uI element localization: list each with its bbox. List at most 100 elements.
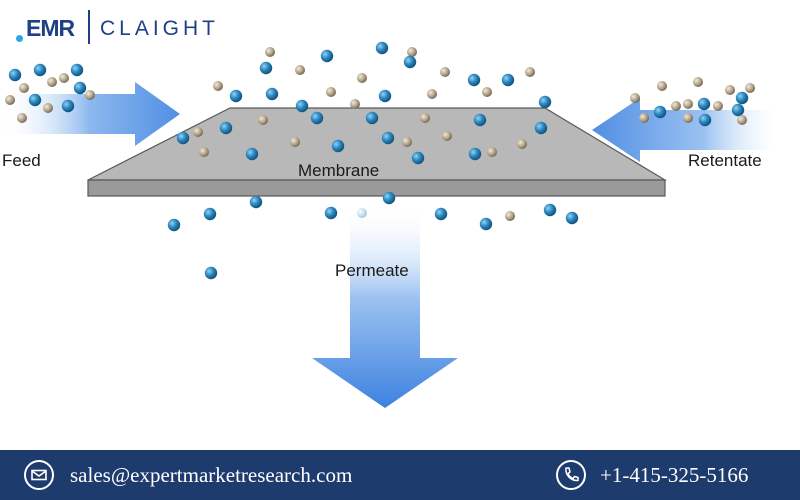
blue-particle xyxy=(382,191,396,205)
tan-particle xyxy=(199,147,209,157)
logo-claight-text: CLAIGHT xyxy=(100,17,220,40)
email-link[interactable]: sales@expertmarketresearch.com xyxy=(70,463,353,487)
blue-particle xyxy=(731,103,745,117)
tan-particle xyxy=(725,85,735,95)
tan-particle xyxy=(357,208,367,218)
tan-particle xyxy=(482,87,492,97)
blue-particle xyxy=(245,147,259,161)
tan-particle xyxy=(265,47,275,57)
blue-particle xyxy=(73,81,87,95)
blue-particle xyxy=(249,195,263,209)
tan-particle xyxy=(517,139,527,149)
blue-particle xyxy=(295,99,309,113)
tan-particle xyxy=(639,113,649,123)
tan-particle xyxy=(713,101,723,111)
phone-icon[interactable] xyxy=(556,460,586,490)
blue-particle xyxy=(735,91,749,105)
tan-particle xyxy=(737,115,747,125)
logo-dot xyxy=(16,35,23,42)
logo-emr-text: EMR xyxy=(26,15,75,41)
tan-particle xyxy=(5,95,15,105)
tan-particle xyxy=(442,131,452,141)
tan-particle xyxy=(326,87,336,97)
email-icon[interactable] xyxy=(24,460,54,490)
tan-particle xyxy=(357,73,367,83)
blue-particle xyxy=(403,55,417,69)
tan-particle xyxy=(407,47,417,57)
feed-arrow xyxy=(0,82,180,146)
tan-particle xyxy=(258,115,268,125)
tan-particle xyxy=(525,67,535,77)
membrane-label: Membrane xyxy=(298,161,379,180)
blue-particle xyxy=(28,93,42,107)
blue-particle xyxy=(365,111,379,125)
blue-particle xyxy=(259,61,273,75)
particles xyxy=(5,41,755,280)
phone-link[interactable]: +1-415-325-5166 xyxy=(600,463,749,487)
blue-particle xyxy=(534,121,548,135)
retentate-label: Retentate xyxy=(688,151,762,170)
retentate-arrow xyxy=(592,98,778,162)
tan-particle xyxy=(290,137,300,147)
tan-particle xyxy=(671,101,681,111)
tan-particle xyxy=(17,113,27,123)
membrane-front-edge xyxy=(87,179,666,197)
blue-particle xyxy=(320,49,334,63)
logo-separator xyxy=(88,10,90,44)
tan-particle xyxy=(47,77,57,87)
feed-label: Feed xyxy=(2,151,41,170)
blue-particle xyxy=(467,73,481,87)
blue-particle xyxy=(324,206,338,220)
tan-particle xyxy=(505,211,515,221)
blue-particle xyxy=(8,68,22,82)
permeate-arrow xyxy=(312,208,458,408)
tan-particle xyxy=(683,113,693,123)
blue-particle xyxy=(203,207,217,221)
blue-particle xyxy=(61,99,75,113)
blue-particle xyxy=(70,63,84,77)
blue-particle xyxy=(310,111,324,125)
blue-particle xyxy=(479,217,493,231)
blue-particle xyxy=(204,266,218,280)
blue-particle xyxy=(378,89,392,103)
tan-particle xyxy=(85,90,95,100)
blue-particle xyxy=(501,73,515,87)
tan-particle xyxy=(630,93,640,103)
blue-particle xyxy=(33,63,47,77)
blue-particle xyxy=(565,211,579,225)
tan-particle xyxy=(193,127,203,137)
tan-particle xyxy=(19,83,29,93)
tan-particle xyxy=(402,137,412,147)
tan-particle xyxy=(487,147,497,157)
blue-particle xyxy=(538,95,552,109)
blue-particle xyxy=(331,139,345,153)
blue-particle xyxy=(375,41,389,55)
tan-particle xyxy=(43,103,53,113)
blue-particle xyxy=(698,113,712,127)
blue-particle xyxy=(473,113,487,127)
tan-particle xyxy=(427,89,437,99)
tan-particle xyxy=(657,81,667,91)
blue-particle xyxy=(653,105,667,119)
blue-particle xyxy=(167,218,181,232)
blue-particle xyxy=(176,131,190,145)
tan-particle xyxy=(440,67,450,77)
blue-particle xyxy=(434,207,448,221)
blue-particle xyxy=(543,203,557,217)
blue-particle xyxy=(468,147,482,161)
tan-particle xyxy=(350,99,360,109)
tan-particle xyxy=(295,65,305,75)
emr-claight-logo: EMR CLAIGHT xyxy=(8,4,248,48)
tan-particle xyxy=(420,113,430,123)
tan-particle xyxy=(213,81,223,91)
tan-particle xyxy=(683,99,693,109)
tan-particle xyxy=(745,83,755,93)
blue-particle xyxy=(381,131,395,145)
membrane-filtration-diagram: Feed Membrane Retentate Permeate xyxy=(0,41,778,408)
blue-particle xyxy=(229,89,243,103)
blue-particle xyxy=(265,87,279,101)
tan-particle xyxy=(59,73,69,83)
blue-particle xyxy=(219,121,233,135)
contact-footer: sales@expertmarketresearch.com +1-415-32… xyxy=(0,450,800,500)
permeate-label: Permeate xyxy=(335,261,409,280)
